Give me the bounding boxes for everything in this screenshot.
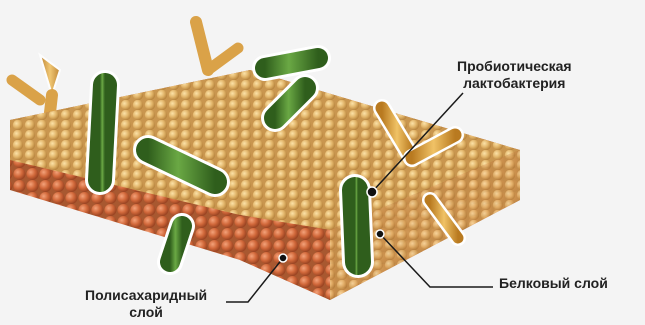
label-polysaccharide-layer: Полисахаридный слой [85,287,207,321]
bacterium-icon [170,226,182,262]
label-polysaccharide-line2: слой [85,304,207,321]
label-protein-layer: Белковый слой [499,275,608,292]
label-probiotic-line2: лактобактерия [457,75,572,92]
label-probiotic-line1: Пробиотическая [457,58,572,75]
label-polysaccharide-line1: Полисахаридный [85,287,207,304]
bacterium-icon [355,190,358,262]
bacterium-icon [265,58,318,68]
label-probiotic-lactobacterium: Пробиотическая лактобактерия [457,58,572,92]
bacterium-icon [100,85,105,180]
